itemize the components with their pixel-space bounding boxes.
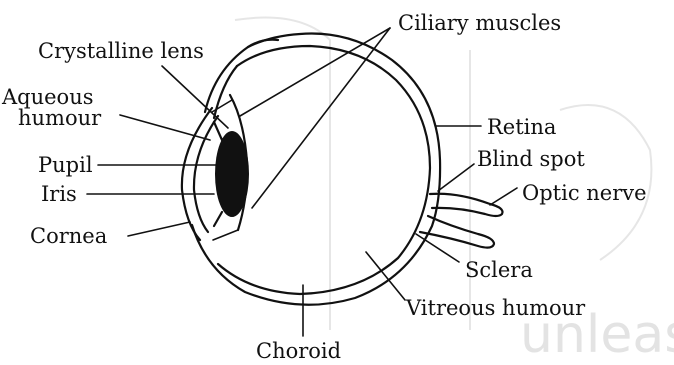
- label-vitreous-humour: Vitreous humour: [405, 296, 586, 320]
- cornea: [182, 108, 218, 240]
- leader-aqueous: [120, 115, 210, 140]
- label-crystalline-lens: Crystalline lens: [38, 39, 204, 63]
- label-aqueous-2: humour: [18, 106, 102, 130]
- leader-lines: [87, 28, 517, 336]
- label-choroid: Choroid: [256, 339, 341, 363]
- optic-nerve: [420, 194, 503, 248]
- ciliary-body-top-inner: [214, 66, 237, 118]
- leader-crystalline-lens: [162, 66, 228, 128]
- label-blind-spot: Blind spot: [477, 147, 585, 171]
- label-ciliary-muscles: Ciliary muscles: [398, 11, 561, 35]
- label-retina: Retina: [487, 115, 556, 139]
- pupil-shape: [215, 131, 249, 217]
- iris-upper: [214, 122, 222, 140]
- cornea-outer: [182, 108, 212, 240]
- leader-ciliary-2: [252, 28, 390, 208]
- label-optic-nerve: Optic nerve: [522, 181, 647, 205]
- label-pupil: Pupil: [38, 153, 93, 177]
- cornea-inner: [194, 116, 218, 232]
- labels: Ciliary muscles Crystalline lens Aqueous…: [1, 11, 647, 363]
- lens-bottom: [213, 230, 238, 240]
- leader-optic-nerve: [490, 188, 517, 205]
- label-cornea: Cornea: [30, 224, 107, 248]
- label-sclera: Sclera: [465, 258, 533, 282]
- leader-cornea: [128, 222, 190, 236]
- leader-blind-spot: [438, 164, 474, 191]
- label-iris: Iris: [41, 182, 77, 206]
- choroid-outline: [218, 46, 430, 294]
- optic-nerve-lower: [420, 216, 494, 248]
- iris-lower: [214, 212, 222, 226]
- lens-front: [212, 100, 232, 112]
